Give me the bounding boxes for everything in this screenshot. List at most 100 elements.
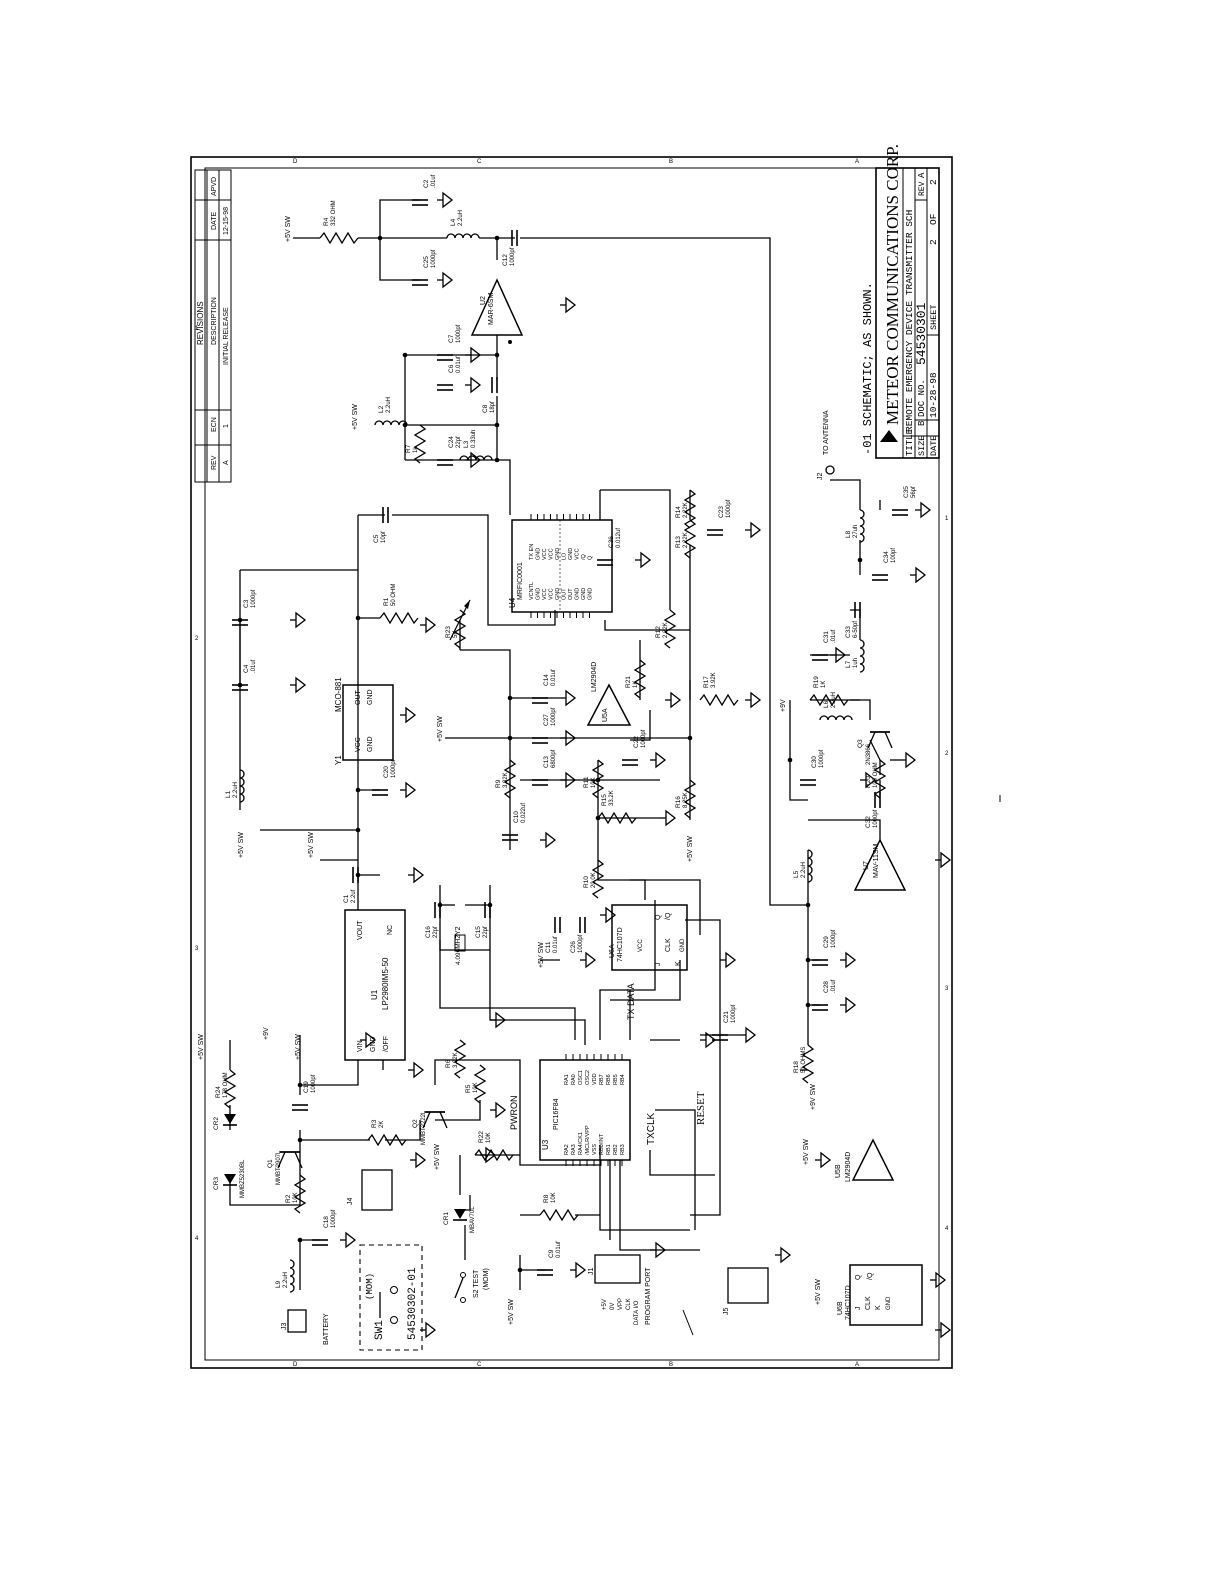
u4-pin-left: OUT	[562, 588, 568, 600]
component-value: 1K	[821, 681, 827, 688]
u4-pin-left: GND	[555, 588, 561, 600]
u6a-pin-nq: /Q	[665, 912, 672, 920]
u3-pin-left: RA3	[571, 1144, 577, 1155]
component-ref: R5	[465, 1084, 472, 1093]
diode-cr2: CR2	[213, 1114, 237, 1130]
title-label: TITLE	[905, 429, 915, 456]
component-ref: C15	[475, 926, 482, 938]
u4-pin-left: VCC	[549, 588, 555, 600]
ground-symbol	[419, 1322, 436, 1338]
battery-label: BATTERY	[323, 1313, 330, 1345]
ground-symbol	[489, 1102, 506, 1118]
ground-symbol	[839, 952, 856, 968]
component-ref: C19	[303, 1081, 310, 1093]
component-value: .01uf	[251, 659, 257, 673]
u3-pin-right: RB5	[613, 1074, 619, 1085]
ground-symbol	[719, 952, 736, 968]
sheet-label: SHEET	[929, 304, 939, 330]
rev-row-rev: A	[223, 460, 230, 465]
u3-pin-right: RB7	[599, 1074, 605, 1085]
port-pin-5v: +5V	[602, 1299, 608, 1310]
component-value: 2.22K	[663, 622, 669, 638]
ground-symbol	[774, 1247, 791, 1263]
size-value: B	[917, 420, 927, 426]
doc-number: 54530301	[914, 302, 929, 365]
component-ref: L6	[823, 700, 830, 708]
net-5vsw-6: +5V SW	[687, 836, 694, 862]
component-value: 2K	[379, 1121, 385, 1128]
component-value: 2.22K	[683, 532, 689, 548]
u3-pin-left: RB3	[620, 1144, 626, 1155]
component-value: 5K	[453, 631, 459, 638]
u7-part: MAV-11SM	[873, 843, 880, 878]
reset-label: RESET	[695, 1091, 707, 1125]
zone-letter-top: C	[477, 159, 482, 165]
net-5vsw-3: +5V SW	[437, 716, 444, 742]
rev-row-ecn: 1	[223, 424, 230, 428]
ground-symbol	[649, 752, 666, 768]
u6b-pin-q: Q	[855, 1274, 862, 1280]
component-value: 2.2uH	[801, 862, 807, 878]
u4-pin-left: GND	[536, 588, 542, 600]
u6a-pin-clk: CLK	[665, 938, 672, 952]
u3-pin-left: RB0/INT	[599, 1133, 605, 1155]
u1-pin-nc: NC	[387, 925, 394, 935]
j3-ref: J3	[281, 1323, 288, 1331]
date-label: DATE	[929, 436, 939, 456]
sw1-part-number: 54530302-01	[407, 1267, 419, 1340]
u3-pin-right: RA0	[571, 1074, 577, 1085]
component-value: 22pf	[456, 436, 462, 448]
drawing-frame	[190, 156, 953, 1369]
description-col-header: DESCRIPTION	[211, 297, 218, 345]
y1-part: MCO-881	[334, 677, 343, 712]
component-value: 1000pf	[510, 247, 516, 266]
s2-ref: S2 TEST	[473, 1269, 480, 1298]
transistor-part: MMBT2907L	[276, 1150, 282, 1185]
u1-pin-vout: VOUT	[357, 920, 364, 940]
schematic-note: -01 SCHEMATIC; AS SHOWN.	[861, 282, 875, 455]
ground-symbol	[909, 567, 926, 583]
component-ref: C9	[548, 1249, 555, 1258]
component-value: 0.01uf	[553, 936, 559, 953]
net-9v-2: +9V	[780, 699, 787, 712]
component-value: 0.022uf	[521, 803, 527, 823]
u5b-part: LM2904D	[845, 1152, 852, 1182]
u4-pin-left: VCNTL	[529, 582, 535, 600]
net-5vsw-5: +5V SW	[308, 832, 315, 858]
component-value: 100 OHM	[873, 762, 879, 788]
revisions-header: REVISIONS	[196, 301, 205, 345]
component-value: 3.92K	[503, 772, 509, 788]
u2-ref: U2	[480, 296, 487, 305]
component-ref: R3	[371, 1119, 378, 1128]
component-ref: C29	[823, 936, 830, 948]
zone-number: 3	[195, 946, 199, 952]
u6b-pin-j: J	[855, 1307, 862, 1311]
u4-pin-left: GND	[581, 588, 587, 600]
net-5vsw-10: +5V SW	[434, 1144, 441, 1170]
component-value: 6800pf	[551, 749, 557, 768]
company-name: METEOR COMMUNICATIONS CORP.	[883, 144, 902, 425]
component-ref: C28	[823, 981, 830, 993]
component-ref: R23	[445, 626, 452, 638]
component-ref: R24	[215, 1086, 222, 1098]
u4-pin-right: TX EN	[529, 544, 535, 560]
component-value: 1000pf	[551, 707, 557, 726]
u1-pin-gnd: GND	[370, 1036, 377, 1052]
u1-ref: U1	[370, 989, 379, 1000]
component-ref: C34	[883, 551, 890, 563]
u3-pin-right: OSC1	[578, 1070, 584, 1085]
u3-pin-left: RA2	[564, 1144, 570, 1155]
component-value: 10K	[591, 777, 597, 788]
switch-s2: S2 TEST (MOM)	[454, 1268, 490, 1303]
